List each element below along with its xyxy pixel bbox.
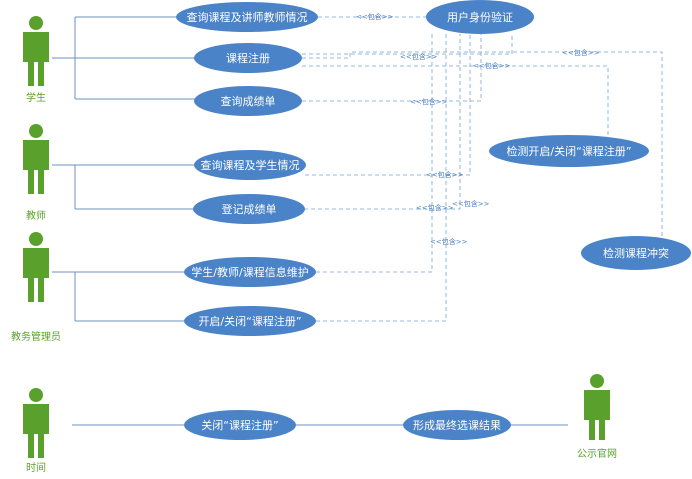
actor-label: 时间 [26, 461, 46, 474]
assoc-admin [52, 271, 185, 322]
usecase-label: 形成最终选课结果 [413, 418, 501, 432]
include-label: <<包含>> [430, 237, 468, 246]
usecase-label: 登记成绩单 [222, 202, 277, 216]
actor-public-site[interactable] [584, 374, 610, 440]
usecase-final-result[interactable]: 形成最终选课结果 [403, 410, 511, 440]
usecase-check-conflict[interactable]: 检测课程冲突 [581, 236, 691, 270]
include-relations [302, 16, 663, 322]
include-label: <<包含>> [562, 48, 600, 57]
actor-admin[interactable] [23, 232, 49, 302]
actor-label: 教师 [26, 209, 46, 222]
include-line-open-close [316, 34, 447, 322]
include-line-register-check [302, 65, 609, 136]
usecase-query-course-student[interactable]: 查询课程及学生情况 [194, 150, 306, 180]
include-line-record-grades [304, 34, 461, 210]
include-line-query-course-student [305, 34, 471, 176]
usecase-query-course-teacher[interactable]: 查询课程及讲师教师情况 [176, 2, 318, 32]
usecase-label: 用户身份验证 [447, 10, 513, 24]
usecase-label: 课程注册 [226, 51, 270, 65]
actors: 学生 教师 教务管理员 时间 公示官网 [11, 16, 617, 474]
include-line-register-conflict [302, 51, 663, 236]
usecases: 查询课程及讲师教师情况 用户身份验证 课程注册 查询成绩单 检测开启/关闭“课程… [176, 0, 691, 440]
actor-label: 教务管理员 [11, 330, 61, 343]
include-label: <<包含>> [452, 199, 490, 208]
include-line-maintain-info [316, 34, 433, 273]
usecase-label: 查询成绩单 [221, 94, 276, 108]
include-labels: <<包含>> <<包含>> <<包含>> <<包含>> <<包含>> <<包含>… [356, 12, 600, 246]
usecase-label: 检测开启/关闭“课程注册” [506, 144, 631, 158]
actor-label: 学生 [26, 91, 46, 104]
include-label: <<包含>> [416, 203, 454, 212]
include-line-query-grades [302, 34, 482, 102]
usecase-maintain-info[interactable]: 学生/教师/课程信息维护 [184, 257, 316, 287]
usecase-label: 检测课程冲突 [603, 246, 669, 260]
usecase-label: 查询课程及学生情况 [201, 158, 300, 172]
include-line-course-register [302, 34, 513, 55]
usecase-label: 关闭“课程注册” [201, 418, 278, 432]
include-label: <<包含>> [426, 170, 464, 179]
usecase-check-open-close[interactable]: 检测开启/关闭“课程注册” [489, 135, 649, 167]
actor-time[interactable] [23, 388, 49, 458]
assoc-student [52, 16, 196, 100]
usecase-query-grades[interactable]: 查询成绩单 [194, 86, 302, 116]
actor-student[interactable] [23, 16, 49, 86]
actor-teacher[interactable] [23, 124, 49, 194]
include-label: <<包含>> [400, 52, 438, 61]
include-label: <<包含>> [356, 12, 394, 21]
usecase-label: 查询课程及讲师教师情况 [187, 10, 308, 24]
include-label: <<包含>> [473, 61, 511, 70]
usecase-close-register[interactable]: 关闭“课程注册” [184, 410, 296, 440]
usecase-record-grades[interactable]: 登记成绩单 [193, 194, 305, 224]
actor-label: 公示官网 [577, 447, 617, 460]
assoc-teacher [52, 164, 196, 210]
usecase-open-close-register[interactable]: 开启/关闭“课程注册” [184, 306, 316, 336]
usecase-label: 学生/教师/课程信息维护 [191, 265, 308, 279]
usecase-auth[interactable]: 用户身份验证 [426, 0, 534, 34]
usecase-course-register[interactable]: 课程注册 [194, 43, 302, 73]
include-label: <<包含>> [410, 97, 448, 106]
associations [52, 16, 568, 426]
usecase-label: 开启/关闭“课程注册” [198, 314, 301, 328]
